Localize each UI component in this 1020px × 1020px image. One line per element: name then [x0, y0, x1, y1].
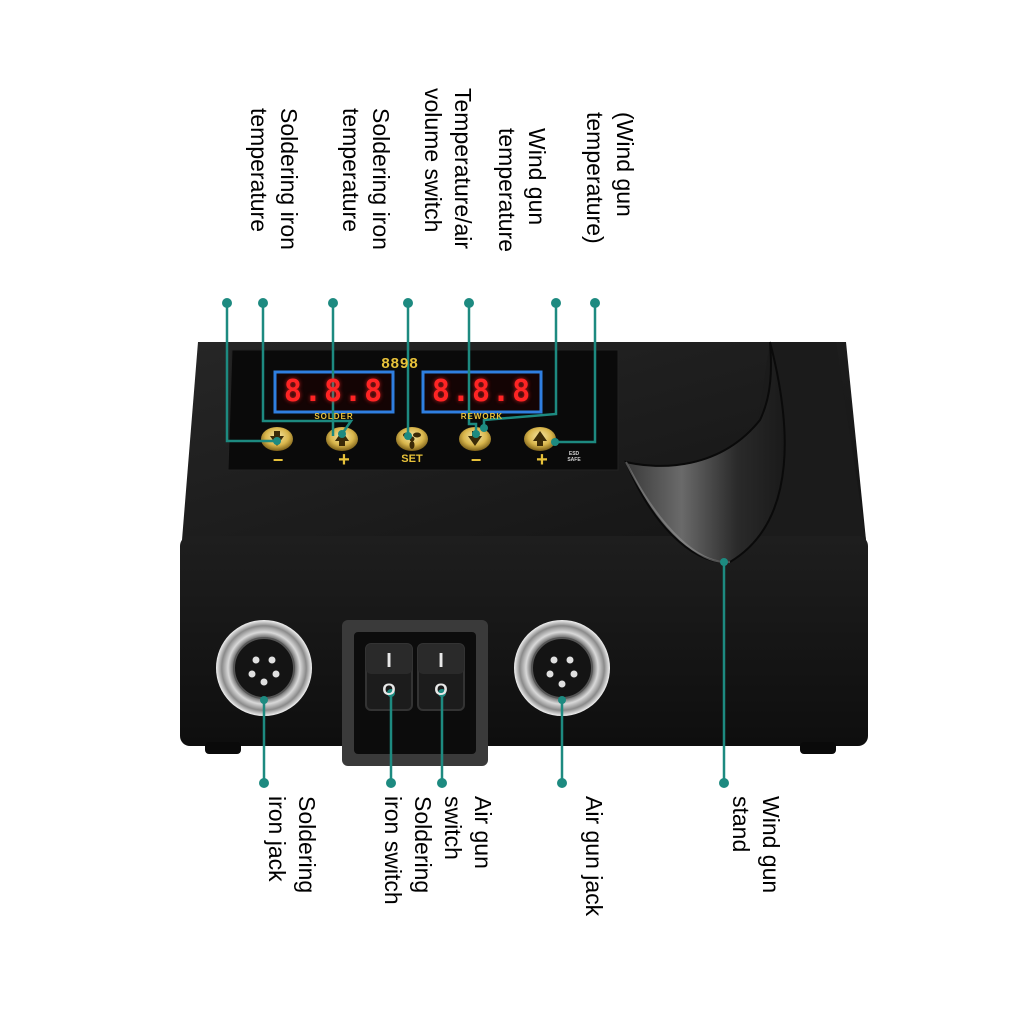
callout-air-gun-jack: Air gun jack: [581, 796, 607, 917]
switch-housing: [342, 620, 488, 766]
solder-switch-on-mark: I: [386, 650, 392, 672]
control-panel: [227, 349, 619, 471]
arrow-up-icon: [533, 431, 547, 446]
rework-display-frame: [421, 370, 543, 414]
model-label: 8898: [381, 355, 419, 372]
air-switch-off-mark: O: [434, 680, 448, 699]
rework-temp-up-button[interactable]: [524, 427, 556, 451]
solder-switch-off-mark: O: [382, 680, 396, 699]
rework-plus-label: +: [536, 449, 548, 471]
rework-temp-down-button[interactable]: [459, 427, 491, 451]
solder-display: 8.8.8: [283, 374, 385, 409]
arrow-down-icon: [468, 431, 482, 446]
air-gun-jack[interactable]: [514, 620, 610, 716]
rework-minus-label: −: [470, 450, 482, 470]
air-gun-switch[interactable]: [417, 643, 465, 711]
set-button[interactable]: [396, 427, 428, 451]
solder-section-label: SOLDER: [314, 412, 354, 421]
rework-section-label: REWORK: [460, 412, 504, 421]
arrow-up-icon: [335, 431, 349, 446]
air-switch-on-mark: I: [438, 650, 444, 672]
solder-plus-label: +: [338, 449, 350, 471]
rework-display: 8.8.8: [431, 374, 533, 409]
wind-gun-stand: [624, 341, 786, 564]
solder-minus-label: −: [272, 450, 284, 470]
leader-dots: [222, 298, 729, 788]
soldering-iron-switch[interactable]: [365, 643, 413, 711]
set-label: SET: [401, 453, 423, 465]
soldering-iron-jack[interactable]: [216, 620, 312, 716]
